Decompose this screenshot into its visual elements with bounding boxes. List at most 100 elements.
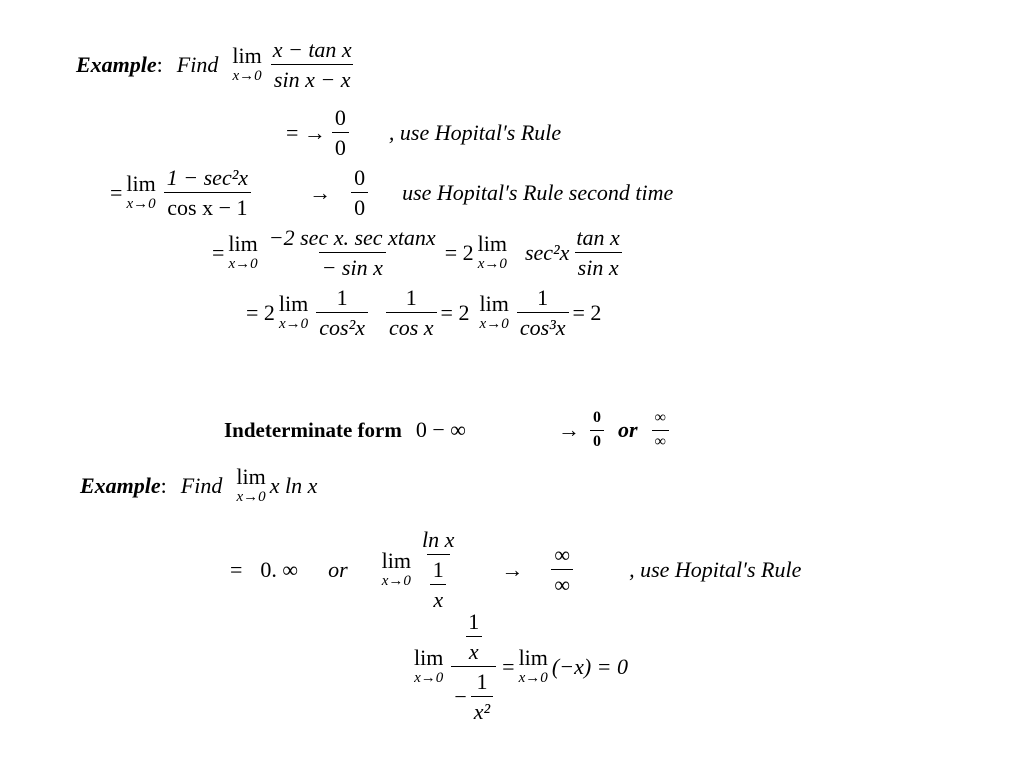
fraction-numerator: x − tan x [272, 37, 352, 62]
step-5: = 0. ∞ or lim x→0 ln x 1 x → ∞ ∞ , use H… [230, 528, 801, 611]
equals-two: = 2 [246, 299, 275, 325]
fraction: ln x 1 x [419, 528, 457, 611]
hopital-note: , use Hopital′s Rule [629, 556, 802, 582]
zero-times-infinity: 0. ∞ [260, 556, 299, 582]
nested-numerator: 1 [432, 557, 444, 583]
fraction-numerator: 1 [405, 285, 417, 310]
lim-subscript: x→0 [236, 489, 266, 505]
example-1-statement: Example : Find lim x→0 x − tan x sin x −… [76, 38, 359, 91]
indeterminate-form-heading: Indeterminate form 0 − ∞ → 0 0 or ∞ ∞ [224, 409, 673, 451]
fraction-numerator: 1 − sec²x [166, 165, 249, 190]
or-text: or [328, 556, 348, 582]
fraction-numerator: ∞ [654, 409, 666, 426]
nested-fraction: 1 x [465, 610, 482, 663]
fraction-denominator: 0 [351, 192, 369, 219]
equals-two: = 2 [444, 239, 474, 265]
step-3: = lim x→0 −2 sec x. sec xtanx − sin x = … [212, 226, 627, 279]
limit-operator: lim x→0 [126, 173, 155, 212]
equals-sign: = [110, 179, 123, 205]
fraction-denominator: ∞ [651, 429, 669, 451]
lim-text: lim [126, 171, 156, 197]
hopital-note: , use Hopital′s Rule [388, 119, 562, 145]
final-expression: (−x) = 0 [551, 653, 629, 679]
lim-text: lim [278, 291, 309, 317]
fraction-denominator: cos²x [316, 312, 368, 339]
arrow: → [501, 556, 524, 582]
fraction: 1 cos³x [516, 285, 569, 339]
fraction: 1 − sec²x cos x − 1 [164, 166, 251, 219]
result: = 2 [572, 299, 602, 325]
lim-subscript: x→0 [126, 196, 156, 213]
step-2: = lim x→0 1 − sec²x cos x − 1 → 0 0 use … [110, 166, 673, 219]
fraction-denominator: cos x [385, 312, 437, 339]
lim-text: lim [236, 464, 266, 489]
equals-sign: = [502, 653, 515, 679]
fraction-denominator: 0 [589, 429, 604, 451]
minus-sign: − [454, 684, 467, 710]
lim-text: lim [477, 231, 507, 257]
fraction-numerator: tan x [576, 225, 620, 250]
fraction-denominator: 1 x [426, 554, 450, 611]
equals-sign: = [212, 239, 225, 265]
indeterminate-expression: 0 − ∞ [415, 417, 466, 443]
fraction-denominator: sin x [574, 252, 622, 279]
fraction-numerator: 1 [336, 285, 348, 310]
lim-text: lim [518, 645, 548, 671]
lim-subscript: x→0 [479, 316, 509, 333]
indeterminate-title: Indeterminate form [224, 417, 402, 442]
lim-subscript: x→0 [228, 256, 258, 273]
lim-subscript: x→0 [279, 316, 309, 333]
arrow: → [309, 179, 332, 205]
fraction-denominator: − sin x [318, 252, 386, 279]
zero-over-zero: 0 0 [331, 105, 349, 159]
fraction-numerator: −2 sec x. sec xtanx [268, 225, 436, 250]
limit-operator: lim x→0 [236, 466, 265, 505]
lim-text: lim [414, 645, 444, 671]
fraction: −2 sec x. sec xtanx − sin x [266, 226, 439, 279]
fraction: 1 x − 1 x² [451, 610, 497, 723]
limit-operator: lim x→0 [382, 550, 411, 589]
lim-subscript: x→0 [477, 256, 507, 273]
fraction-numerator: 0 [592, 409, 601, 426]
fraction-numerator: 0 [334, 105, 346, 130]
fraction: 1 cos²x [316, 286, 368, 339]
infinity-over-infinity: ∞ ∞ [551, 542, 574, 596]
lim-text: lim [381, 548, 412, 574]
equals-arrow: = → [286, 119, 326, 145]
expression: x ln x [269, 472, 318, 498]
nested-fraction: 1 x² [470, 670, 494, 723]
nested-denominator: x [430, 584, 447, 611]
or-text: or [617, 417, 638, 443]
zero-over-zero: 0 0 [589, 409, 604, 451]
limit-operator: lim x→0 [232, 45, 261, 84]
fraction-numerator: 1 x [462, 610, 485, 666]
fraction-numerator: ln x [422, 527, 455, 552]
fraction-denominator: cos³x [516, 312, 569, 339]
lim-subscript: x→0 [381, 573, 411, 590]
example-2-colon: : [160, 472, 167, 498]
fraction-denominator: − 1 x² [451, 666, 497, 723]
lim-subscript: x→0 [232, 68, 262, 85]
fraction-denominator: 0 [331, 132, 349, 159]
limit-operator: lim x→0 [279, 293, 308, 332]
fraction-denominator: sin x − x [270, 64, 354, 91]
fraction-numerator: ∞ [554, 542, 571, 568]
fraction-denominator: cos x − 1 [164, 192, 251, 219]
infinity-over-infinity: ∞ ∞ [651, 409, 669, 451]
lim-subscript: x→0 [518, 670, 548, 687]
nested-fraction: 1 x [430, 558, 447, 611]
fraction: tan x sin x [573, 226, 622, 279]
step-4: = 2 lim x→0 1 cos²x 1 cos x = 2 lim x→0 … [246, 286, 601, 339]
nested-numerator: 1 [468, 609, 480, 634]
sec-squared-factor: sec²x [524, 239, 570, 265]
example-1-label: Example [76, 51, 157, 77]
hopital-note: use Hopital′s Rule second time [402, 179, 674, 205]
lim-text: lim [232, 43, 262, 69]
find-text: Find [180, 472, 223, 498]
fraction-numerator: 1 [537, 285, 549, 310]
limit-operator: lim x→0 [228, 233, 257, 272]
limit-operator: lim x→0 [414, 647, 443, 686]
equals-two: = 2 [440, 299, 470, 325]
equals-sign: = [230, 556, 243, 582]
arrow: → [557, 417, 580, 443]
